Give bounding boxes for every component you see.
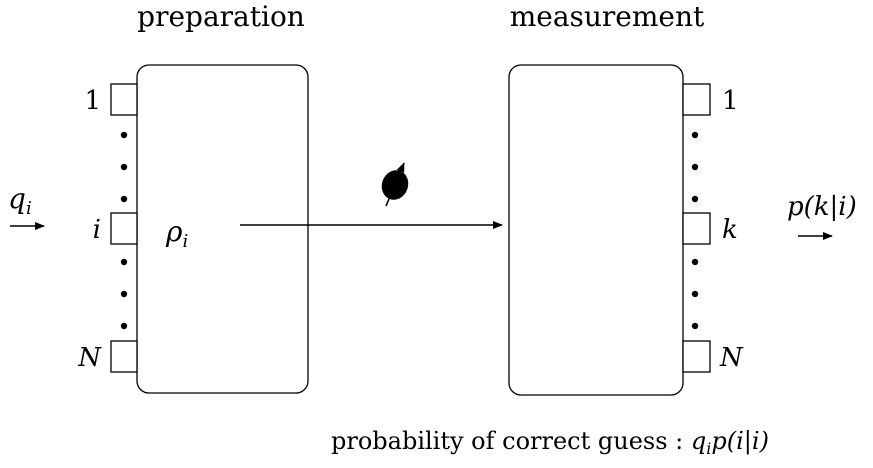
measurement-port-n: [682, 340, 711, 373]
state-subscript: i: [182, 231, 188, 252]
state-label: ρi: [165, 215, 188, 252]
footer-text: probability of correct guess :: [331, 427, 691, 455]
output-label: p(k|i): [787, 192, 857, 222]
preparation-port-1: [110, 83, 138, 116]
preparation-heading: preparation: [137, 0, 305, 33]
input-subscript: i: [26, 198, 32, 219]
preparation-ellipsis-dots: [120, 131, 128, 330]
measurement-port-1-label: 1: [722, 86, 739, 116]
input-symbol: q: [8, 182, 26, 215]
measurement-box: [508, 64, 684, 396]
preparation-port-n: [110, 340, 138, 373]
measurement-heading: measurement: [510, 0, 705, 33]
preparation-port-n-label: N: [77, 343, 102, 373]
input-label: qi: [8, 182, 32, 219]
state-symbol: ρ: [165, 215, 183, 248]
footer-q: q: [691, 427, 706, 455]
preparation-port-i: [110, 212, 138, 245]
preparation-port-1-label: 1: [84, 86, 101, 116]
measurement-ellipsis-dots: [691, 131, 699, 330]
spin-particle-icon: [381, 162, 409, 207]
preparation-box: [136, 64, 309, 394]
footer-caption: probability of correct guess : qip(i|i): [331, 427, 769, 458]
footer-formula-rest: p(i|i): [711, 427, 769, 456]
measurement-port-n-label: N: [719, 343, 744, 373]
footer-q-subscript: i: [706, 439, 711, 458]
measurement-port-k-label: k: [722, 215, 738, 245]
measurement-port-k: [682, 212, 711, 245]
preparation-port-i-label: i: [93, 215, 101, 245]
measurement-port-1: [682, 83, 711, 116]
